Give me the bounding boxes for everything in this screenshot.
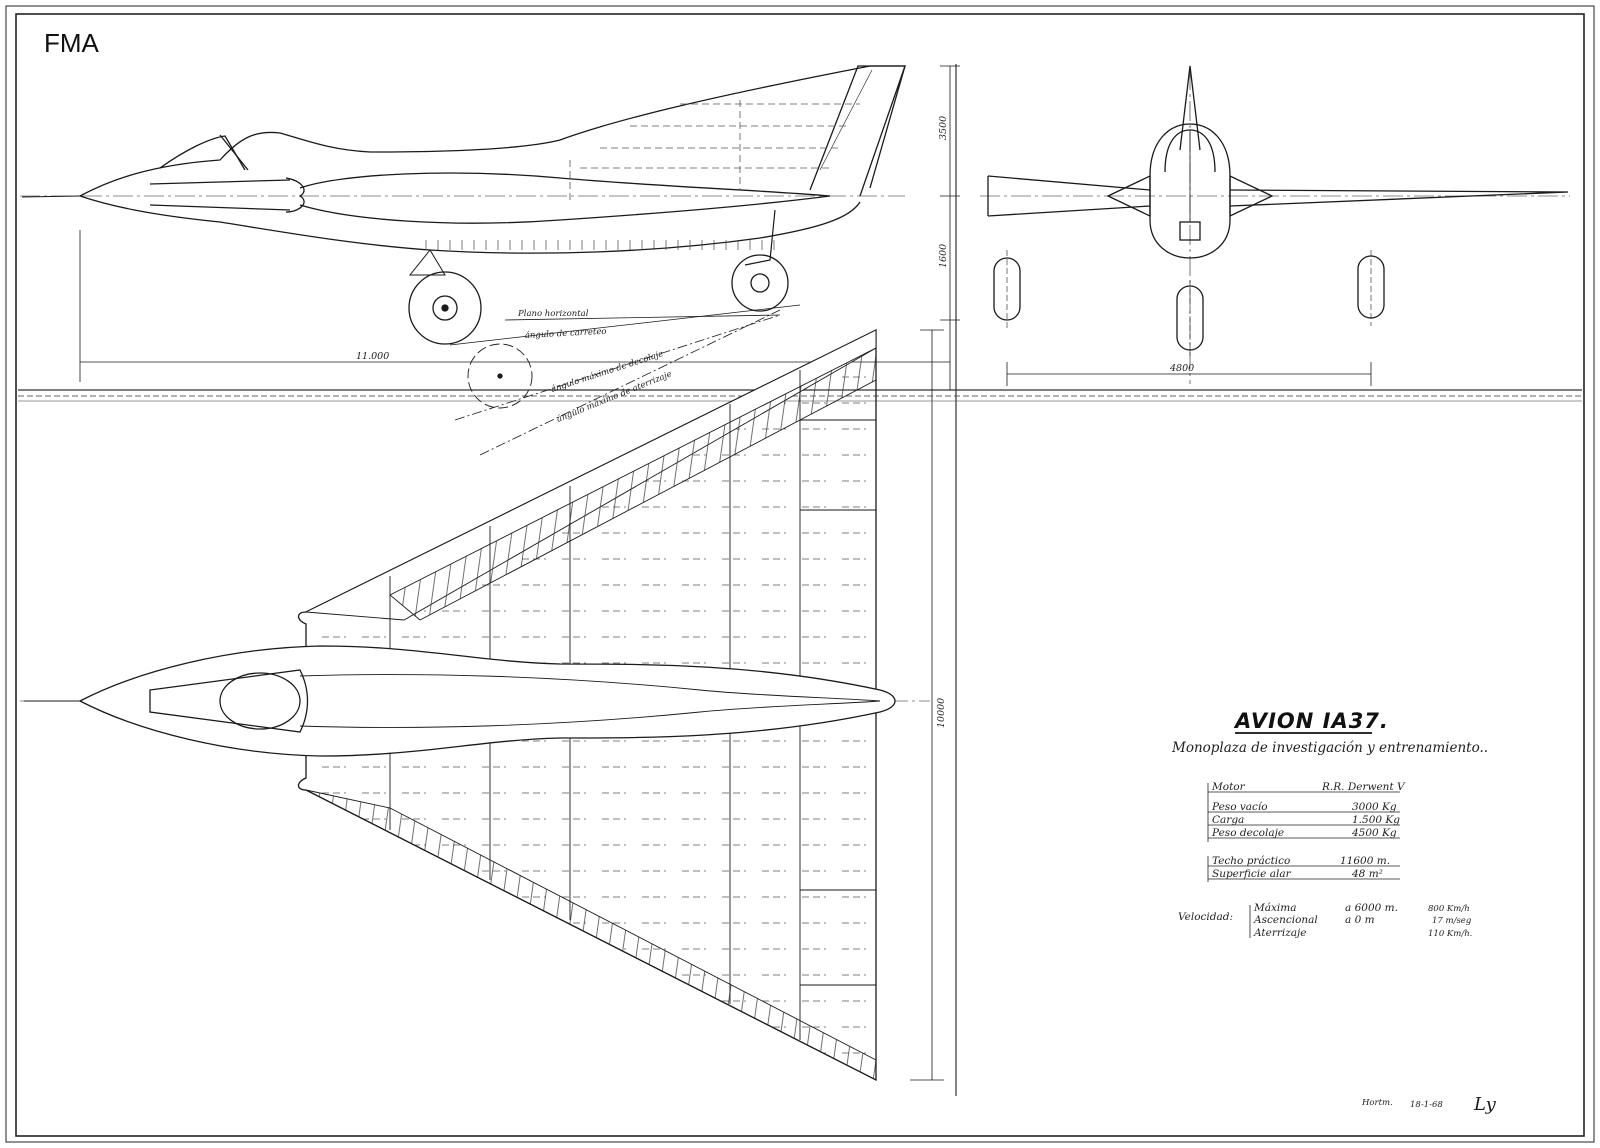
aircraft-title: AVION IA37. [1233, 709, 1389, 733]
label-horizontal-plane: Plano horizontal [517, 309, 589, 319]
logo: FMA [44, 28, 100, 58]
label-taxi-angle: ángulo de carreteo [525, 326, 607, 341]
spec-value: 4500 Kg [1351, 827, 1397, 839]
velocity-name: Aterrizaje [1253, 927, 1307, 939]
spec-value: R.R. Derwent V [1321, 781, 1406, 793]
dim-height-lower: 1600 [938, 244, 949, 268]
spec-label: Peso vacío [1211, 801, 1268, 813]
dim-length: 11.000 [356, 351, 389, 362]
signature-date: 18-1-68 [1410, 1100, 1443, 1110]
spec-label: Carga [1212, 814, 1244, 826]
velocity-value: 110 Km/h. [1428, 929, 1472, 939]
spec-label: Superficie alar [1212, 868, 1292, 880]
front-view [980, 65, 1570, 386]
velocity-condition: a 0 m [1345, 914, 1375, 926]
spec-label: Techo práctico [1212, 855, 1290, 867]
signature-prefix: Hortm. [1361, 1098, 1393, 1108]
velocity-label: Velocidad: [1178, 911, 1233, 923]
spec-value: 3000 Kg [1352, 801, 1397, 813]
signature-block: Hortm. 18-1-68 Ly [1361, 1094, 1497, 1115]
velocity-value: 800 Km/h [1428, 904, 1470, 914]
velocity-name: Máxima [1253, 902, 1297, 914]
velocity-name: Ascencional [1253, 914, 1318, 926]
spec-value: 1.500 Kg [1352, 814, 1400, 826]
spec-rows: Motor R.R. Derwent V Peso vacío 3000 Kg … [1211, 781, 1406, 880]
plan-view [20, 328, 944, 1082]
side-view [20, 65, 960, 456]
dim-height-upper: 3500 [938, 116, 949, 140]
dim-span: 10000 [936, 698, 947, 728]
aircraft-subtitle: Monoplaza de investigación y entrenamien… [1171, 740, 1488, 756]
title-block: AVION IA37. Monoplaza de investigación y… [1171, 709, 1488, 756]
spec-label: Peso decolaje [1211, 827, 1284, 839]
spec-value: 48 m² [1351, 868, 1383, 880]
velocity-value: 17 m/seg [1432, 916, 1472, 926]
spec-label: Motor [1211, 781, 1246, 793]
dim-track: 4800 [1169, 363, 1194, 374]
spec-value: 11600 m. [1340, 855, 1390, 867]
signature-initials: Ly [1473, 1094, 1497, 1115]
spec-table [1207, 783, 1400, 938]
velocity-table: Velocidad: Máxima a 6000 m. 800 Km/h Asc… [1178, 902, 1472, 939]
sheet-border [5, 5, 1595, 1143]
velocity-condition: a 6000 m. [1345, 902, 1398, 914]
